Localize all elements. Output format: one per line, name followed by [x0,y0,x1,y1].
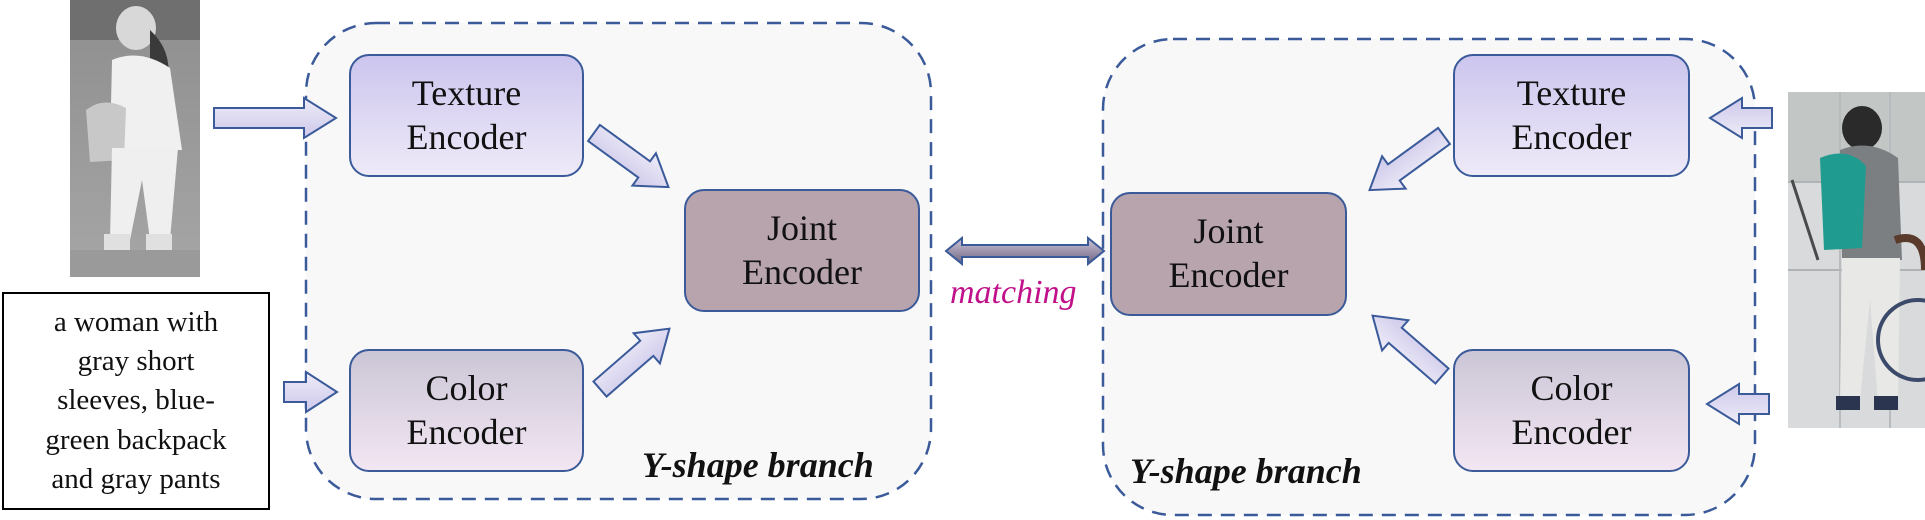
left-color-encoder-line-1: Color [425,367,508,408]
right-joint-encoder-line-2: Encoder [1168,255,1289,295]
arrow-left-color-to-joint [592,327,671,398]
arrow-image-to-texture [213,96,338,140]
matching-label: matching [950,274,1077,311]
right-color-encoder-line-1: Color [1530,367,1613,408]
text-query-line-2: gray short [77,345,195,378]
left-texture-encoder-line-2: Encoder [406,116,527,157]
grayscale-person-photo-icon [70,0,200,277]
right-branch-label: Y-shape branch [1130,451,1362,491]
left-color-encoder-line-2: Encoder [406,411,527,452]
left-joint-encoder-line-2: Encoder [742,251,862,292]
text-query-box: a woman with gray short sleeves, blue- g… [2,292,270,510]
arrow-photo-to-right-texture [1708,96,1773,140]
left-branch-label: Y-shape branch [642,445,874,485]
left-color-encoder: Color Encoder [349,349,584,472]
left-joint-encoder: Joint Encoder [684,189,920,312]
left-joint-encoder-line-1: Joint [766,207,837,248]
right-texture-encoder-line-2: Encoder [1511,116,1632,157]
text-query-line-3: sleeves, blue- [57,384,215,417]
right-joint-encoder: Joint Encoder [1110,192,1347,316]
matching-double-arrow [944,235,1106,267]
right-color-encoder: Color Encoder [1453,349,1690,472]
color-person-photo-icon [1788,92,1925,428]
right-joint-encoder-line-1: Joint [1193,211,1264,252]
arrow-right-texture-to-joint [1368,126,1452,192]
arrow-right-color-to-joint [1371,314,1450,385]
arrow-left-texture-to-joint [586,123,670,189]
left-texture-encoder: Texture Encoder [349,54,584,177]
text-query-line-1: a woman with [53,306,219,339]
right-texture-encoder-line-1: Texture [1516,72,1627,113]
arrow-photo-to-right-color [1705,382,1770,426]
arrow-text-to-color [283,370,339,414]
text-query-line-4: green backpack [45,423,227,456]
right-texture-encoder: Texture Encoder [1453,54,1690,177]
left-texture-encoder-line-1: Texture [411,72,522,113]
text-query-line-5: and gray pants [51,462,221,495]
right-color-encoder-line-2: Encoder [1511,411,1632,452]
